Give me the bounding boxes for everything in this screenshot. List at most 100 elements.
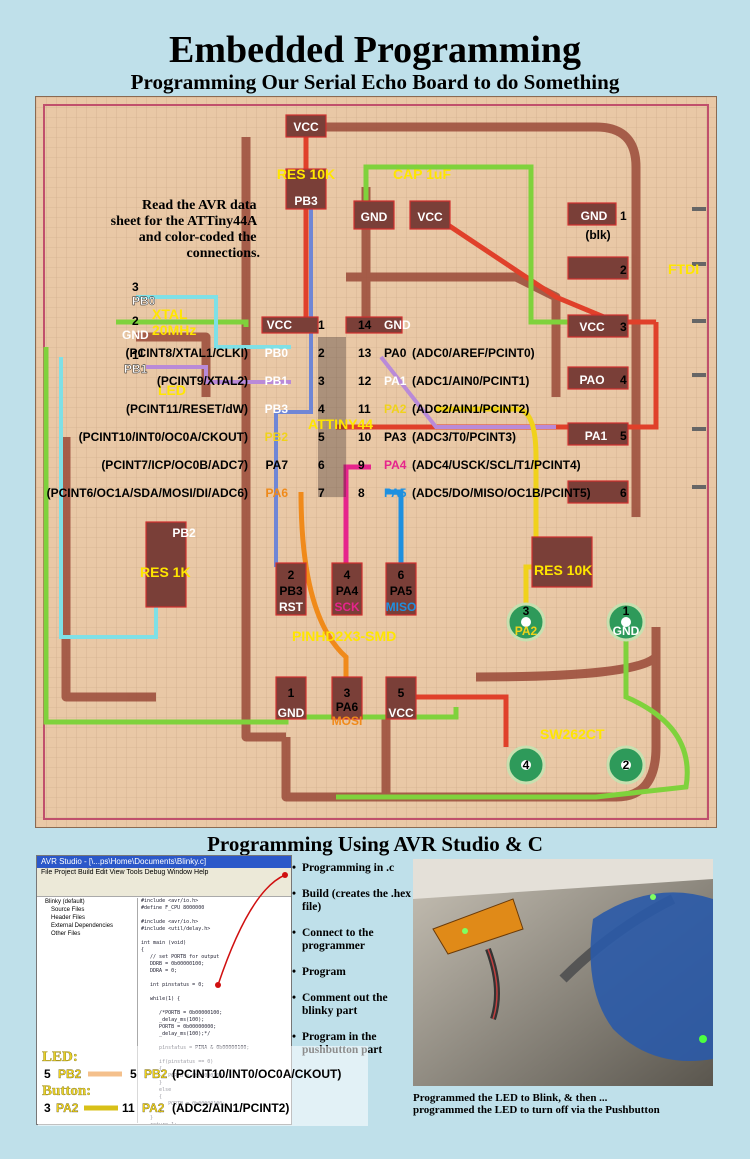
isp-mosi: MOSI [332,714,363,728]
label-res1k: RES 1K [140,564,191,580]
ftdi-pa1: PA1 [585,429,608,443]
isp-vcc: VCC [388,706,414,720]
isp-rst: RST [279,600,304,614]
sw-pin-1: 1 [623,604,630,618]
chip-pin-7-name: PA6 [266,486,289,500]
sw-gnd: GND [613,624,640,638]
label-pb1: PB1 [124,362,148,376]
ftdi-pin-6: 6 [620,486,627,500]
legend-btn-lnum: 3 [44,1101,51,1115]
chip-pin-13-num: 13 [358,346,372,360]
label-pb0: PB0 [132,294,156,308]
isp-miso: MISO [386,600,417,614]
step-item: Program [292,966,412,979]
sw-pin-4: 4 [523,758,530,772]
chip-pin-12-desc: (ADC1/AIN0/PCINT1) [412,374,529,388]
pin-legend: LED: 5 PB2 5 PB2 (PCINT10/INT0/OC0A/CKOU… [38,1046,368,1126]
label-pinhd: PINHD2X3-SMD [292,628,396,644]
studio-project-tree: Blinky (default) Source Files Header Fil… [39,898,138,1123]
isp-pa4: PA4 [336,584,359,598]
chip-pin-4-num: 4 [318,402,325,416]
studio-titlebar: AVR Studio - [\...ps\Home\Documents\Blin… [37,856,291,868]
step-item: Build (creates the .hex file) [292,888,412,914]
ftdi-gnd: GND [581,209,608,223]
legend-btn-rpin: PA2 [142,1101,165,1115]
pcb-board-diagram: Read the AVR data sheet for the ATTiny44… [35,96,717,828]
chip-pin-10-name: PA3 [384,430,407,444]
label-cap-gnd: GND [361,210,388,224]
ftdi-pin-5: 5 [620,429,627,443]
chip-pin-5-desc: (PCINT10/INT0/OC0A/CKOUT) [79,430,248,444]
steps-list: Programming in .c Build (creates the .he… [292,862,412,1070]
xtal-pin-1: 1 [132,348,139,362]
programmer-photo [413,859,713,1086]
isp-sck: SCK [334,600,360,614]
chip-pin-5-num: 5 [318,430,325,444]
label-xtal-freq: 20MHz [152,322,196,338]
label-sw: SW262CT [540,726,605,742]
chip-pin-12-num: 12 [358,374,372,388]
chip-pin-4-desc: (PCINT11/RESET/dW) [126,402,248,416]
section-title: Programming Using AVR Studio & C [207,832,543,856]
isp-gnd: GND [278,706,305,720]
chip-pin-6-name: PA7 [266,458,289,472]
chip-pin-7-num: 7 [318,486,325,500]
tree-item: Source Files [51,907,85,913]
ftdi-pao: PAO [579,373,604,387]
xtal-pin-3: 3 [132,280,139,294]
legend-led-rpin: PB2 [144,1067,168,1081]
chip-pin-11-num: 11 [358,402,371,416]
step-item: Programming in .c [292,862,412,875]
step-item: Connect to the programmer [292,927,412,953]
legend-led-lnum: 5 [44,1067,51,1081]
chip-pin-11-desc: (ADC2/AIN1/PCINT2) [412,402,529,416]
tree-item: Blinky (default) [45,899,85,905]
sw-pin-3: 3 [523,604,530,618]
tree-item: External Dependencies [51,923,114,929]
label-ftdi: FTDI [668,261,699,277]
chip-pin-9-desc: (ADC4/USCK/SCL/T1/PCINT4) [412,458,581,472]
label-cap: CAP 1uF [393,166,452,182]
legend-led-title: LED: [42,1049,78,1065]
chip-pin-6-desc: (PCINT7/ICP/OC0B/ADC7) [101,458,248,472]
page-title: Embedded Programming [168,29,582,71]
ftdi-vcc: VCC [579,320,605,334]
chip-pin-2-name: PB0 [265,346,289,360]
chip-pin-5-name: PB2 [265,430,289,444]
label-res10k-b: RES 10K [534,562,592,578]
isp-pin-4: 4 [344,568,351,582]
isp-pa6: PA6 [336,700,359,714]
chip-pin-14-name: GND [384,318,411,332]
chip-pin-7-desc: (PCINT6/OC1A/SDA/MOSI/DI/ADC6) [47,486,248,500]
chip-pin-6-num: 6 [318,458,325,472]
chip-pin-1-num: 1 [318,318,325,332]
caption-line: Programmed the LED to Blink, & then ... [413,1092,608,1104]
chip-pin-9-name: PA4 [384,458,407,472]
legend-led-rnum: 5 [130,1067,137,1081]
label-vcc-top: VCC [293,120,319,134]
chip-pin-10-desc: (ADC3/T0/PCINT3) [412,430,516,444]
chip-pin-13-name: PA0 [384,346,407,360]
chip-pin-4-name: PB3 [265,402,289,416]
label-res10k: RES 10K [277,166,335,182]
chip-pin-3-name: PB1 [265,374,289,388]
label-gnd-xtal: GND [122,328,149,342]
label-pb3-top: PB3 [294,194,318,208]
ftdi-blk: (blk) [585,228,610,242]
label-led-pb2: PB2 [172,526,196,540]
chip-pin-2-desc: (PCINT8/XTAL1/CLKI) [126,346,248,360]
legend-btn-rnum: 11 [122,1101,135,1115]
chip-pin-8-desc: (ADC5/DO/MISO/OC1B/PCINT5) [412,486,591,500]
isp-pin-1: 1 [288,686,295,700]
studio-menubar: File Project Build Edit View Tools Debug… [37,868,291,878]
isp-pa5: PA5 [390,584,413,598]
label-cap-vcc: VCC [417,210,443,224]
legend-button-title: Button: [42,1083,91,1099]
label-led: LED [158,382,186,398]
tree-item: Other Files [51,931,81,937]
legend-btn-desc: (ADC2/AIN1/PCINT2) [172,1101,289,1115]
chip-pin-3-num: 3 [318,374,325,388]
chip-pin-8-num: 8 [358,486,365,500]
studio-toolbar [37,878,291,897]
isp-pin-5: 5 [398,686,405,700]
